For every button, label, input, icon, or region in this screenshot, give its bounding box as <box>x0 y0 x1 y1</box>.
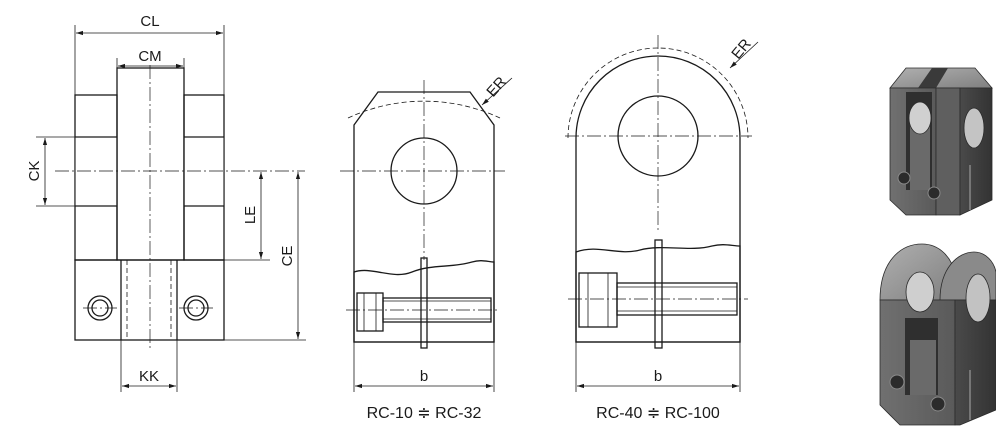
right-bore <box>184 137 224 206</box>
side-view-small: ER b RC-10 ≑ RC-32 <box>340 73 513 422</box>
caption-small: RC-10 ≑ RC-32 <box>367 405 482 422</box>
clevis-base <box>74 259 225 341</box>
left-bore <box>75 137 117 206</box>
er-arc <box>347 100 501 119</box>
dim-er-large-label: ER <box>728 36 755 63</box>
clevis-slot <box>116 67 185 261</box>
side-view-large: ER b RC-40 ≑ RC-100 <box>565 35 759 422</box>
dim-cl-label: CL <box>140 13 159 30</box>
dim-kk-label: KK <box>139 368 159 385</box>
screw-head-large <box>578 272 618 328</box>
er-arc-large <box>567 47 749 139</box>
dim-ck-label: CK <box>26 161 43 182</box>
front-view: CL CM CK LE CE KK <box>26 13 306 392</box>
dim-le-label: LE <box>242 206 259 224</box>
clevis-3d-render-icon <box>879 243 996 426</box>
dim-b-large-label: b <box>654 368 662 385</box>
dim-er-small-label: ER <box>483 73 510 100</box>
dim-ce-label: CE <box>279 246 296 267</box>
screw-head <box>356 292 384 332</box>
clevis-3d-render-icon <box>889 67 993 216</box>
dim-cm-label: CM <box>138 48 161 65</box>
dim-b-small-label: b <box>420 368 428 385</box>
caption-large: RC-40 ≑ RC-100 <box>596 405 720 422</box>
